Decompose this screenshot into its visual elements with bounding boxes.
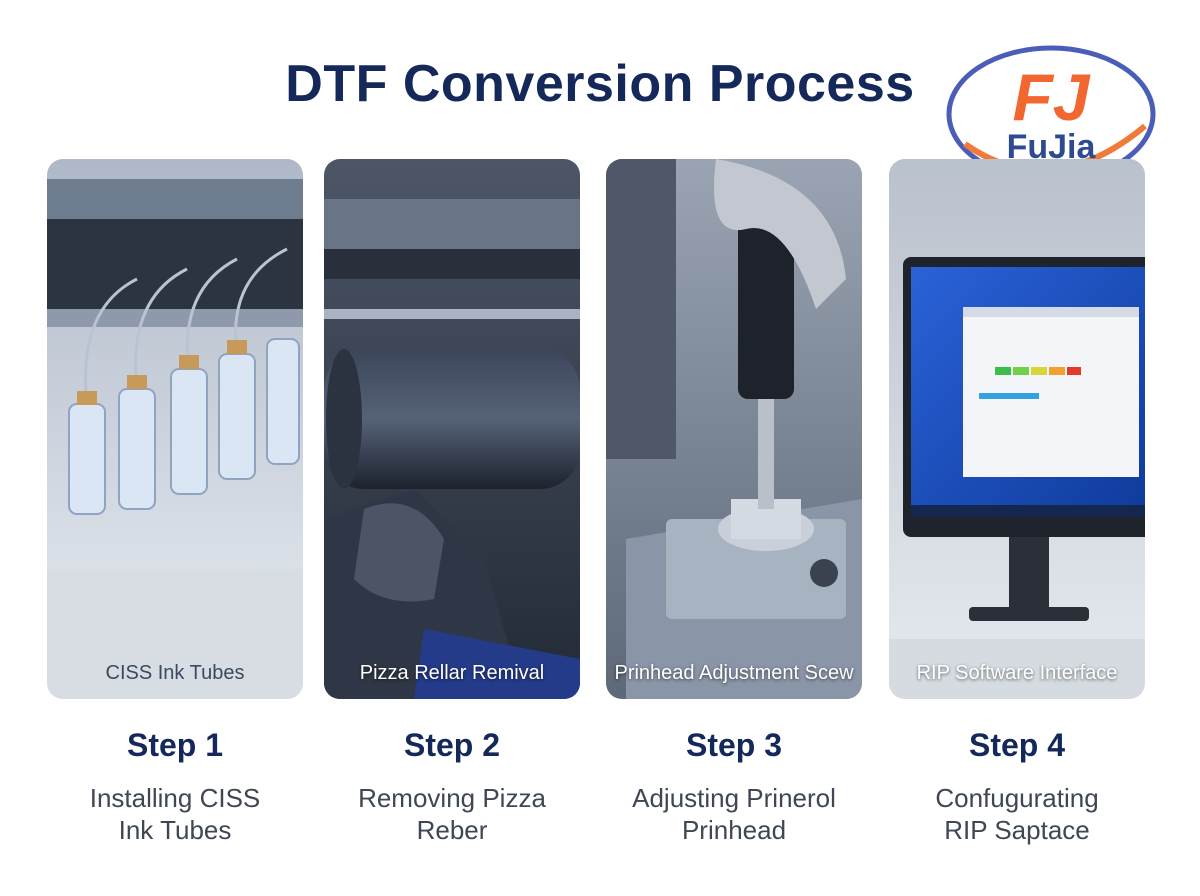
- step-3-title: Step 3: [685, 727, 783, 763]
- page-title: DTF Conversion Process: [285, 55, 915, 113]
- step-4-desc-line: Confugurating: [935, 783, 1099, 813]
- pizza-roller-illustration: [324, 159, 580, 699]
- step-3: Prinhead Adjustment Scew Step 3 Adjustin…: [606, 159, 862, 846]
- step-2-description: Removing Pizza Reber: [324, 782, 580, 846]
- step-2-caption: Pizza Rellar Remival: [359, 662, 545, 684]
- step-1-caption: CISS Ink Tubes: [105, 662, 245, 684]
- step-2: Pizza Rellar Remival Step 2 Removing Piz…: [324, 159, 580, 846]
- step-4-desc-line: RIP Saptace: [944, 815, 1090, 845]
- step-1-title: Step 1: [126, 727, 224, 763]
- rip-software-monitor-illustration: [889, 159, 1145, 699]
- step-2-desc-line: Reber: [416, 815, 488, 845]
- step-4-description: Confugurating RIP Saptace: [889, 782, 1145, 846]
- svg-text:FJ: FJ: [1012, 60, 1090, 134]
- step-2-title: Step 2: [403, 727, 501, 763]
- step-1-desc-line: Ink Tubes: [118, 815, 232, 845]
- step-2-desc-line: Removing Pizza: [358, 783, 546, 813]
- step-4-photo: RIP Software Interface: [889, 159, 1145, 699]
- step-4-title: Step 4: [968, 727, 1066, 763]
- ink-tubes-illustration: [47, 159, 303, 699]
- step-4-caption: RIP Software Interface: [916, 662, 1118, 684]
- step-3-photo: Prinhead Adjustment Scew: [606, 159, 862, 699]
- step-1-description: Installing CISS Ink Tubes: [47, 782, 303, 846]
- step-3-description: Adjusting Prinerol Prinhead: [606, 782, 862, 846]
- step-3-caption: Prinhead Adjustment Scew: [614, 662, 854, 684]
- step-1: CISS Ink Tubes Step 1 Installing CISS In…: [47, 159, 303, 846]
- step-1-desc-line: Installing CISS: [89, 783, 261, 813]
- step-3-desc-line: Prinhead: [681, 815, 787, 845]
- step-3-desc-line: Adjusting Prinerol: [632, 783, 836, 813]
- step-2-photo: Pizza Rellar Remival: [324, 159, 580, 699]
- fj-mark-icon: FJ: [1012, 60, 1090, 134]
- step-4: RIP Software Interface Step 4 Confugurat…: [889, 159, 1145, 846]
- printhead-screw-illustration: [606, 159, 862, 699]
- step-1-photo: CISS Ink Tubes: [47, 159, 303, 699]
- steps-row: CISS Ink Tubes Step 1 Installing CISS In…: [47, 159, 1157, 879]
